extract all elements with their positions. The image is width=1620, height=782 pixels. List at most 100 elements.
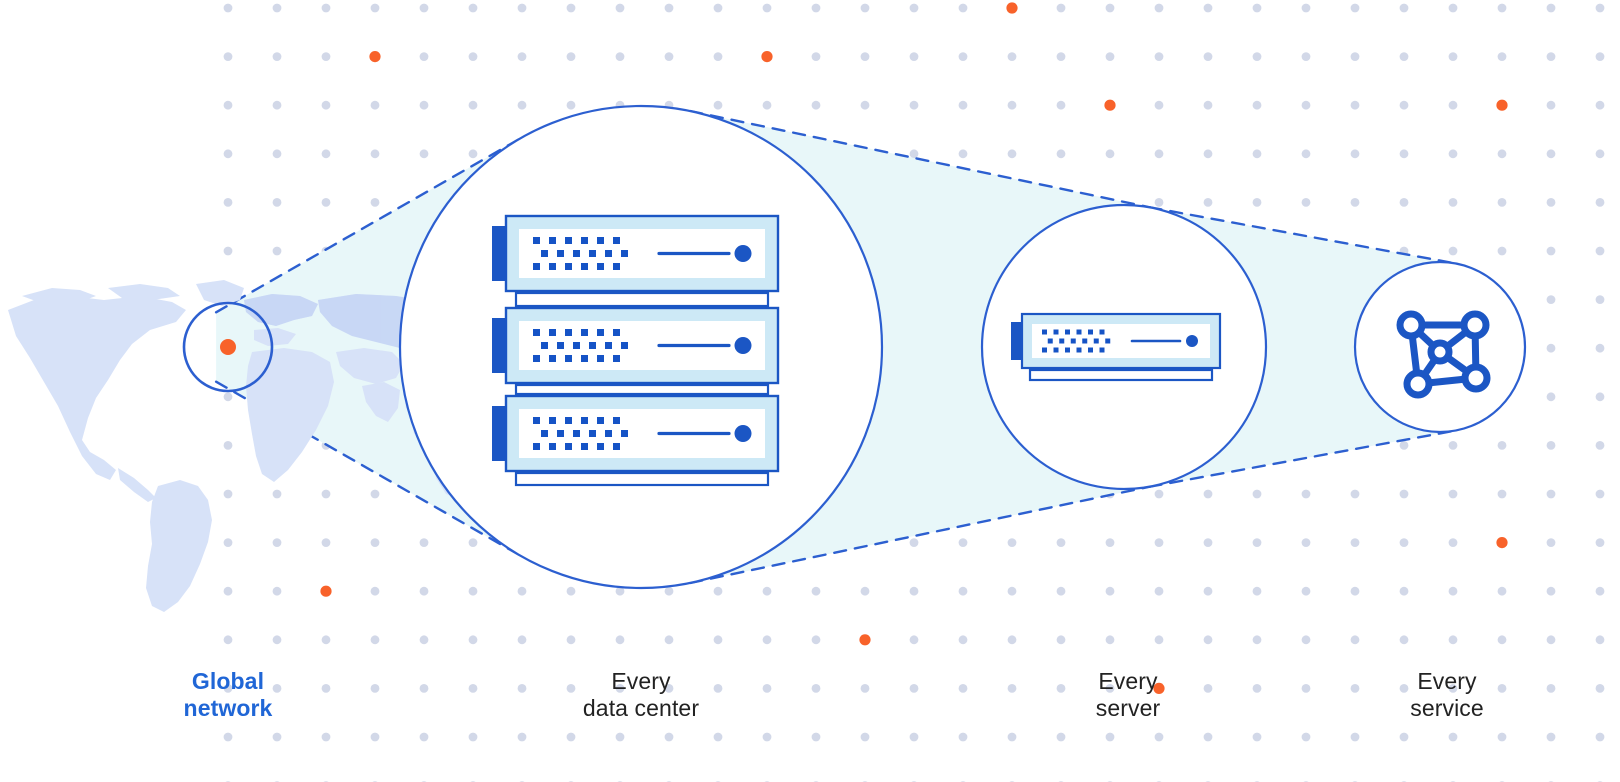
rack-led (581, 329, 588, 336)
grid-dot (223, 586, 233, 596)
grid-dot (1105, 52, 1115, 61)
rack-led (565, 329, 572, 336)
grid-dot (664, 52, 674, 61)
grid-dot (517, 52, 527, 61)
rack-led (597, 263, 604, 270)
network-node-top-right (1460, 310, 1490, 340)
grid-dot (1497, 732, 1507, 742)
grid-dot (958, 100, 968, 110)
grid-dot (713, 732, 723, 742)
rack-status-led (734, 425, 752, 442)
grid-dot (223, 538, 233, 547)
grid-dot (1497, 52, 1507, 61)
grid-dot (566, 732, 576, 742)
grid-dot (1252, 100, 1262, 110)
grid-dot (1546, 246, 1556, 256)
grid-dot (1399, 635, 1409, 645)
rack-led (589, 342, 596, 349)
grid-dot (1546, 343, 1556, 353)
grid-dot (1301, 684, 1311, 693)
grid-dot (370, 732, 380, 742)
grid-dot (762, 3, 772, 13)
grid-dot (1007, 149, 1017, 159)
server-led (1042, 347, 1047, 353)
grid-dot (1595, 100, 1605, 110)
rack-led (621, 430, 628, 437)
rack-led (613, 443, 620, 450)
server-led (1059, 338, 1065, 344)
grid-dot (713, 635, 723, 645)
grid-dot (468, 538, 478, 547)
grid-dot (1546, 684, 1556, 693)
grid-dot (1350, 489, 1360, 499)
rack-led (597, 237, 604, 244)
rack-led (613, 329, 620, 336)
grid-dot (615, 52, 625, 61)
grid-dot (1546, 489, 1556, 499)
grid-dot (1056, 52, 1066, 61)
rack-led (549, 237, 556, 244)
rack-led (581, 443, 588, 450)
grid-dot (419, 3, 429, 13)
grid-dot (1350, 52, 1360, 61)
grid-dot (1105, 3, 1115, 13)
server-led (1076, 347, 1082, 353)
grid-dot (1546, 198, 1556, 207)
grid-dot (1399, 52, 1409, 61)
grid-dot (1546, 149, 1556, 159)
grid-dot (1399, 3, 1409, 13)
grid-dot (615, 3, 625, 13)
grid-dot (517, 3, 527, 13)
grid-dot (762, 635, 772, 645)
grid-dot (1007, 538, 1017, 547)
grid-dot (321, 538, 331, 547)
grid-dot (1448, 100, 1458, 110)
grid-dot (1154, 489, 1164, 499)
network-node-bottom-right (1461, 363, 1491, 393)
grid-dot (1154, 52, 1164, 61)
grid-dot (321, 684, 331, 693)
grid-dot (1546, 441, 1556, 450)
grid-dot (1105, 732, 1115, 742)
grid-dot (517, 684, 527, 693)
network-node-center (1427, 339, 1453, 365)
rack-unit-3 (492, 394, 780, 473)
grid-dot-highlight (761, 51, 773, 63)
rack-led (573, 430, 580, 437)
funnel-dc-to-server-dashed-bottom (689, 109, 1155, 210)
grid-dot (1301, 732, 1311, 742)
grid-dot (1301, 586, 1311, 596)
caption-global-network: Global network (183, 668, 273, 721)
grid-dot (272, 732, 282, 742)
grid-dot (1448, 489, 1458, 499)
grid-dot (664, 732, 674, 742)
grid-dot (370, 100, 380, 110)
grid-dot (811, 52, 821, 61)
rack-led (605, 342, 612, 349)
grid-dot (517, 732, 527, 742)
grid-dot (1056, 732, 1066, 742)
grid-dot (1350, 3, 1360, 13)
grid-dot (1350, 635, 1360, 645)
grid-dot (223, 684, 233, 693)
grid-dot (615, 586, 625, 596)
grid-dot (958, 538, 968, 547)
grid-dot (1301, 635, 1311, 645)
grid-dot (1546, 52, 1556, 61)
rack-connector-bar (514, 383, 770, 396)
grid-dot (517, 586, 527, 596)
grid-dot (321, 198, 331, 207)
grid-dot (272, 100, 282, 110)
grid-dot (419, 52, 429, 61)
grid-dot (1546, 392, 1556, 402)
server-led (1088, 347, 1093, 353)
grid-dot (1252, 198, 1262, 207)
server-led (1093, 338, 1099, 344)
grid-dot (1448, 246, 1458, 256)
rack-led (581, 237, 588, 244)
grid-dot (909, 684, 919, 693)
rack-led (565, 237, 572, 244)
grid-dot (1007, 635, 1017, 645)
grid-dot (811, 586, 821, 596)
rack-led (581, 355, 588, 362)
